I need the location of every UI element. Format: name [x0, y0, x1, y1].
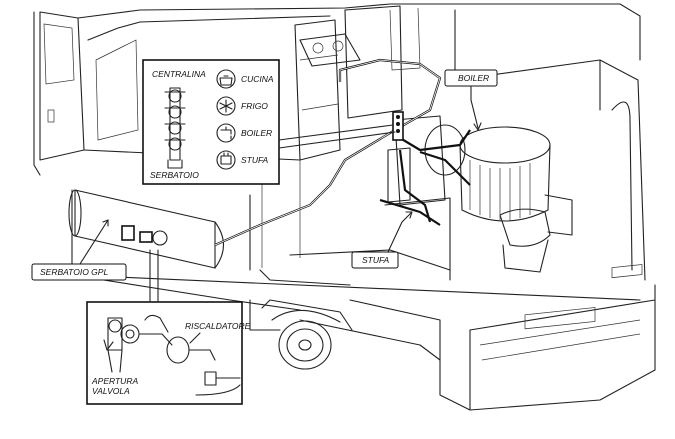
riscaldatore-label: RISCALDATORE — [185, 321, 251, 331]
pot-icon — [219, 75, 233, 86]
serbatoio-gpl-label: SERBATOIO GPL — [40, 267, 108, 277]
stufa-legend-label: STUFA — [241, 155, 269, 165]
apertura-label: APERTURA — [91, 376, 138, 386]
faucet-icon — [220, 126, 232, 140]
serbatoio-small-label: SERBATOIO — [150, 170, 199, 180]
stufa-callout: STUFA — [351, 211, 413, 269]
frigo-label: FRIGO — [241, 101, 268, 111]
stufa-label: STUFA — [362, 255, 390, 265]
legend-boiler: BOILER — [216, 123, 272, 143]
boiler-legend-label: BOILER — [241, 128, 272, 138]
tank-regulator — [121, 225, 168, 246]
boiler-label: BOILER — [458, 73, 489, 83]
legend-stufa: STUFA — [216, 150, 269, 170]
cucina-label: CUCINA — [241, 74, 274, 84]
heater-icon — [220, 152, 232, 165]
legend-frigo: FRIGO — [216, 96, 268, 116]
centralina-inset: CENTRALINA SERBATOIO CUCINA FRIGO — [142, 59, 396, 185]
legend-cucina: CUCINA — [216, 69, 274, 89]
snowflake-icon — [219, 99, 233, 113]
centralina-label: CENTRALINA — [152, 69, 206, 79]
valvola-label: VALVOLA — [92, 386, 130, 396]
gas-pipes — [214, 58, 471, 247]
gas-manifold — [392, 111, 404, 141]
valve-detail-inset: RISCALDATORE APERTURA VALVOLA — [86, 249, 251, 405]
serbatoio-gpl-callout: SERBATOIO GPL — [31, 219, 127, 281]
boiler-callout: BOILER — [444, 69, 498, 131]
